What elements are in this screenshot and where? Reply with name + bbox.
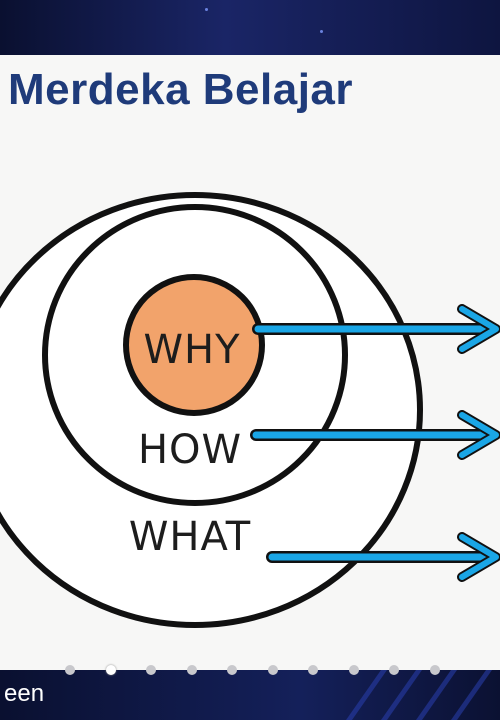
golden-circle-diagram: WHY HOW WHAT: [0, 192, 500, 628]
slide-title: Merdeka Belajar: [8, 65, 354, 114]
label-how: HOW: [138, 427, 242, 473]
arrow-what: [266, 532, 500, 582]
pagination-dot[interactable]: [389, 665, 399, 675]
top-banner: [0, 0, 500, 55]
decor-spark: [320, 30, 323, 33]
pagination-dot[interactable]: [65, 665, 75, 675]
pagination-dot[interactable]: [308, 665, 318, 675]
pagination-dot[interactable]: [105, 665, 116, 675]
pagination-dot[interactable]: [348, 665, 359, 675]
label-what: WHAT: [129, 514, 251, 560]
slide-canvas: Merdeka Belajar WHY HOW WHAT: [0, 55, 500, 670]
footer-caption: een: [4, 680, 45, 707]
arrow-how: [250, 410, 500, 460]
slide-pagination: [0, 662, 500, 678]
pagination-dot[interactable]: [429, 665, 440, 675]
pagination-dot[interactable]: [267, 665, 278, 675]
core-circle-why: [123, 274, 265, 416]
pagination-dot[interactable]: [186, 665, 197, 675]
decor-spark: [205, 8, 208, 11]
pagination-dot[interactable]: [146, 665, 156, 675]
arrow-why: [252, 304, 500, 354]
bottom-banner: een: [0, 670, 500, 720]
pagination-dot[interactable]: [227, 665, 237, 675]
label-why: WHY: [143, 327, 240, 373]
